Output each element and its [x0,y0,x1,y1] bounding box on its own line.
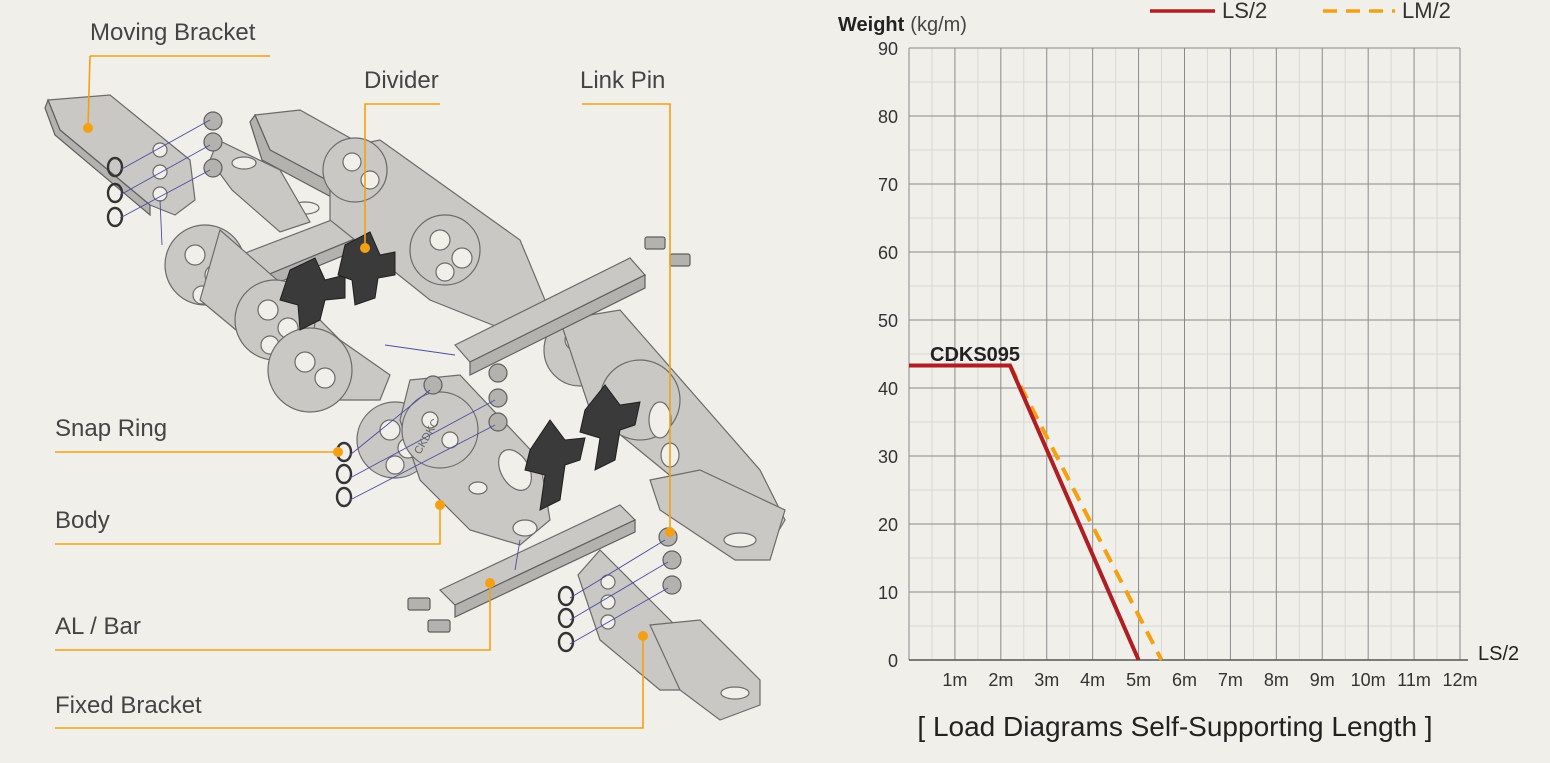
label-link-pin: Link Pin [580,67,665,94]
dividers [279,231,641,511]
x-tick-label: 11m [1397,670,1431,690]
exploded-diagram: CKDKC [44,19,786,729]
y-tick-label: 40 [878,379,898,399]
x-tick-label: 9m [1310,670,1335,690]
fixed-bracket [577,549,761,721]
y-tick-label: 10 [878,583,898,603]
label-body: Body [55,507,110,534]
x-tick-label: 1m [942,670,967,690]
legend-label-lm2: LM/2 [1402,0,1451,23]
y-tick-label: 80 [878,107,898,127]
label-al-bar: AL / Bar [55,613,141,640]
x-tick-label: 5m [1126,670,1151,690]
y-tick-label: 70 [878,175,898,195]
y-tick-label: 0 [888,651,898,671]
y-tick-label: 60 [878,243,898,263]
link-pin-bar [454,236,691,376]
series-line-lm2 [1008,364,1164,661]
y-axis-label: Weight [838,14,905,36]
y-tick-label: 50 [878,311,898,331]
x-tick-label: 3m [1034,670,1059,690]
series-annotation: CDKS095 [930,344,1020,366]
legend-label-ls2: LS/2 [1222,0,1267,23]
x-tick-label: 10m [1351,670,1386,690]
callouts: Moving Bracket Divider Link Pin Snap Rin… [55,19,675,729]
x-axis-label: LS/2 [1478,643,1519,665]
load-diagram-chart: 0 10 20 30 40 50 60 70 80 90 1m 2m 3m 4m 5m 6m 7m 8m 9m 10… [838,0,1519,742]
legend: LS/2 LM/2 [1150,0,1451,23]
label-snap-ring: Snap Ring [55,415,167,442]
label-moving-bracket: Moving Bracket [90,19,256,46]
assembly-guides [119,119,669,645]
y-tick-label: 20 [878,515,898,535]
label-fixed-bracket: Fixed Bracket [55,692,202,719]
y-tick-label: 90 [878,39,898,59]
x-tick-label: 4m [1080,670,1105,690]
label-divider: Divider [364,67,439,94]
y-axis-title: Weight(kg/m) [838,14,967,36]
chart-title: [ Load Diagrams Self-Supporting Length ] [917,711,1432,742]
y-axis-unit: (kg/m) [910,14,967,36]
x-tick-label: 7m [1218,670,1243,690]
x-tick-label: 2m [988,670,1013,690]
x-tick-label: 6m [1172,670,1197,690]
x-axis-ticks: 1m 2m 3m 4m 5m 6m 7m 8m 9m 10m 11m 12m [942,670,1477,690]
x-tick-label: 12m [1442,670,1477,690]
snap-rings [106,156,575,653]
grid-major [908,47,1468,661]
x-tick-label: 8m [1264,670,1289,690]
series-layer [909,363,1164,661]
series-line-ls2 [909,363,1141,661]
y-tick-label: 30 [878,447,898,467]
y-axis-ticks: 0 10 20 30 40 50 60 70 80 90 [878,39,898,671]
